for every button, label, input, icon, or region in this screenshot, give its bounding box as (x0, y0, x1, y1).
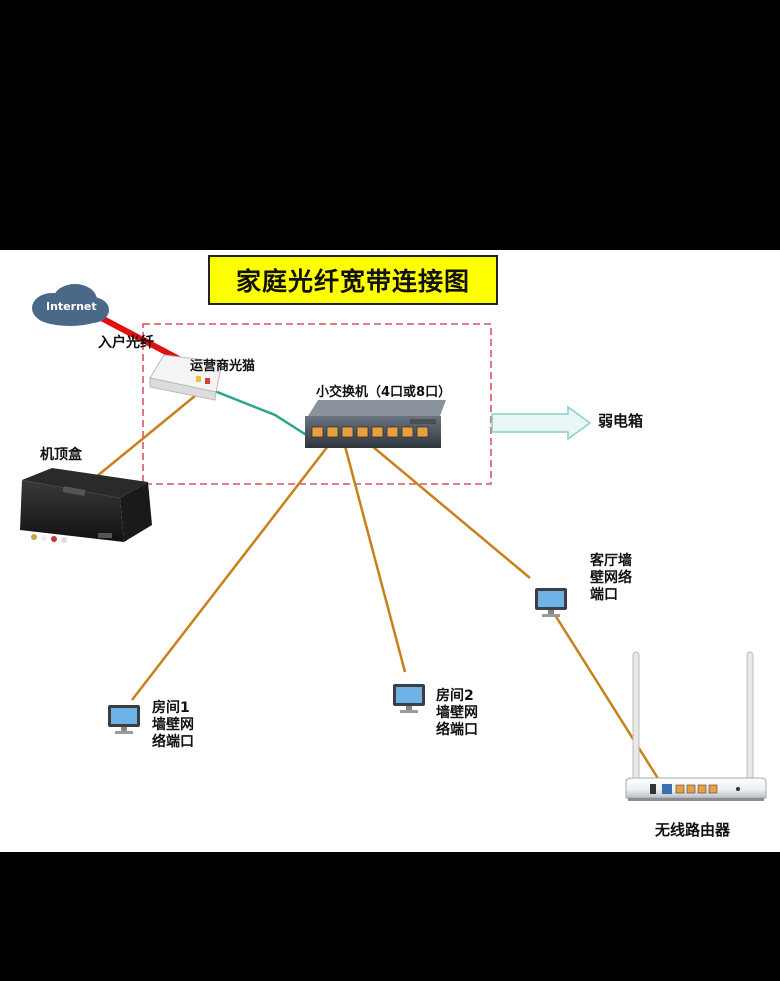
modem-icon (149, 354, 223, 401)
room1-port-line: 络端口 (152, 734, 194, 750)
set-top-box-label: 机顶盒 (40, 447, 82, 463)
room2-port-icon (393, 684, 425, 713)
room1-port-line: 墙壁网 (152, 717, 194, 733)
room1-port-line: 房间1 (152, 700, 190, 716)
top-black-bar (0, 0, 780, 250)
connection-diagram (20, 284, 767, 801)
internet-cloud-icon (32, 284, 109, 326)
living-room-port-line: 端口 (590, 587, 618, 603)
living-room-port-line: 壁网络 (590, 570, 632, 586)
cable-switch-room1 (131, 445, 329, 701)
switch-icon (305, 400, 446, 448)
diagram-canvas: 家庭光纤宽带连接图 Internet 入户光纤 运营商光猫 小交换机（4口或8口… (0, 250, 780, 852)
weak-box-label: 弱电箱 (598, 412, 644, 430)
bottom-black-bar (0, 852, 780, 981)
living-room-port-label: 客厅墙 壁网络 端口 (590, 553, 632, 604)
dashed-boundary (142, 323, 492, 485)
cable-switch-room2 (343, 445, 407, 673)
router-label: 无线路由器 (655, 821, 731, 839)
cable-switch-living (371, 445, 531, 579)
set-top-box-icon (20, 468, 152, 543)
room2-port-line: 房间2 (436, 688, 474, 704)
cable-modem-switch (211, 388, 309, 438)
room2-port-line: 络端口 (436, 722, 478, 738)
cable-living-router (553, 614, 666, 789)
living-room-port-line: 客厅墙 (590, 553, 632, 569)
room2-port-label: 房间2 墙壁网 络端口 (436, 688, 478, 739)
modem-label: 运营商光猫 (190, 359, 256, 374)
room1-port-icon (108, 705, 140, 734)
wireless-router-icon (625, 651, 767, 801)
diagram-title: 家庭光纤宽带连接图 (208, 255, 498, 305)
living-room-port-icon (535, 588, 567, 617)
switch-label: 小交换机（4口或8口） (316, 385, 452, 400)
room2-port-line: 墙壁网 (436, 705, 478, 721)
fiber-label: 入户光纤 (98, 335, 154, 351)
weak-box-arrow-icon (491, 405, 592, 441)
internet-label: Internet (46, 300, 97, 313)
room1-port-label: 房间1 墙壁网 络端口 (152, 700, 194, 751)
